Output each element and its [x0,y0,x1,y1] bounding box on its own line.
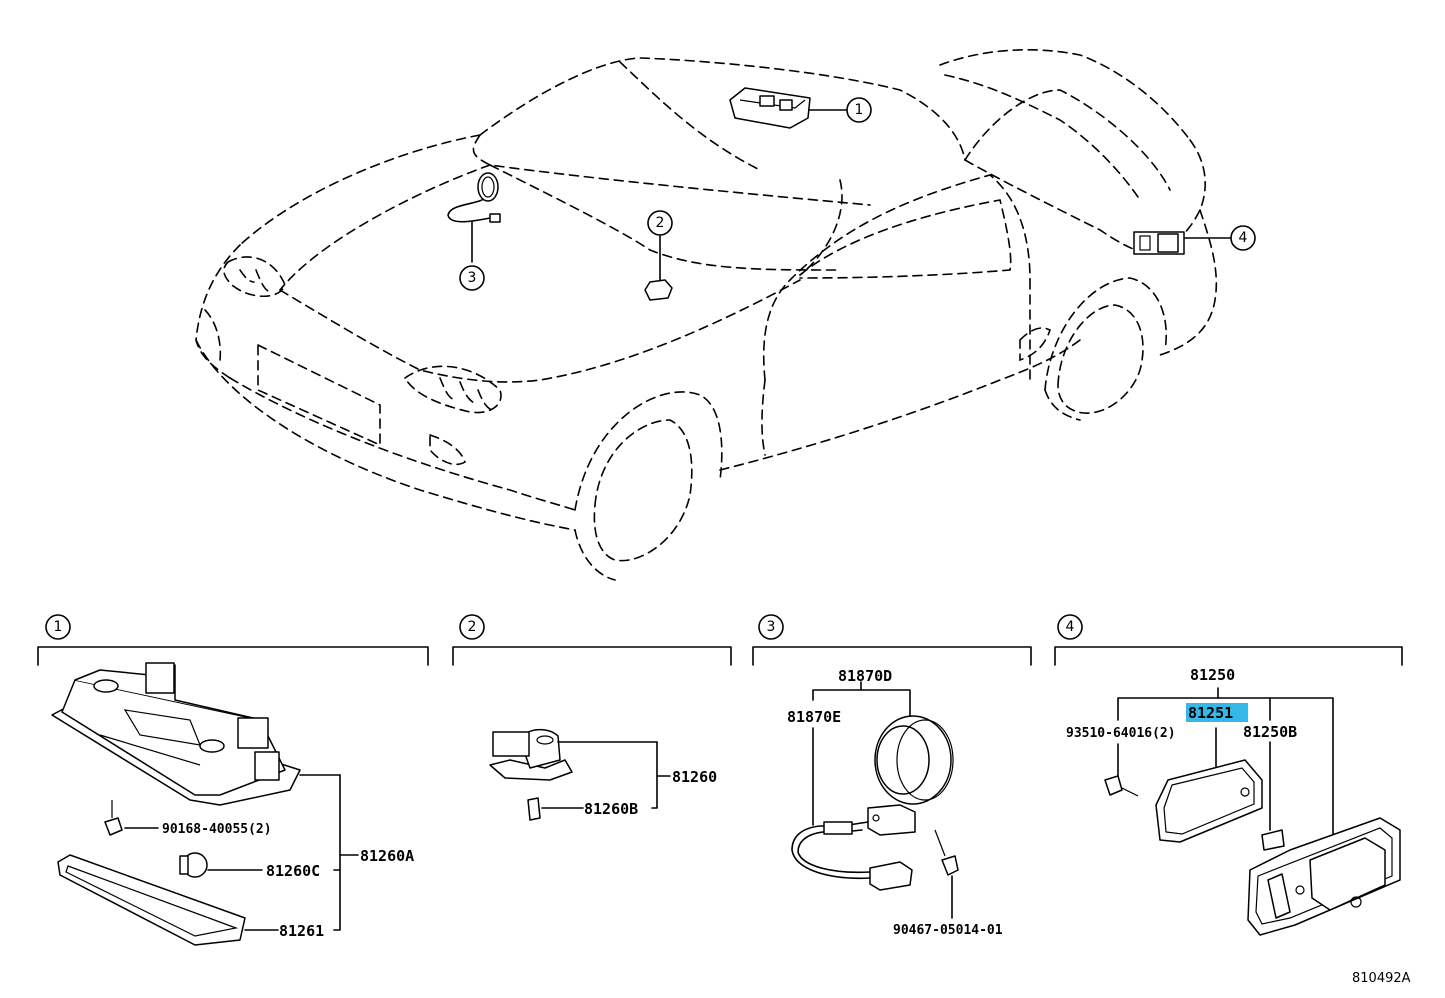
luggage-lamp-lens [1155,759,1263,843]
car-part-key-ring [447,172,501,263]
section-2: 2 81260B 81260 [452,614,732,821]
car-outline [195,49,1218,581]
callout-3: 3 [459,265,485,291]
section-1: 1 90168-40055(2) 81260C [37,614,429,946]
part-81261: 81261 [279,922,324,940]
dome-lamp-assembly [51,662,341,806]
callout-2-label: 2 [656,215,665,231]
callout-3-label: 3 [468,270,477,286]
part-81870D: 81870D [838,667,892,685]
part-81251-highlight [1186,703,1248,722]
section-4: 4 81250 81251 93510-64016(2) 81250B [1054,614,1403,936]
part-93510-64016: 93510-64016(2) [1066,726,1176,741]
section-3-number: 3 [767,619,776,635]
door-switch-assembly [489,728,658,781]
callout-2: 2 [647,210,673,236]
section-3: 3 81870D 81870E 90467-05014-01 [752,614,1032,938]
car-part-door-switch [644,235,673,301]
part-81260B: 81260B [584,800,638,818]
part-81870E: 81870E [787,708,841,726]
bulb-part: 81260C [179,852,320,880]
diagram-id: 810492A [1352,971,1411,986]
luggage-lamp-bulb [1261,829,1285,851]
callout-1-label: 1 [855,102,864,118]
car-part-dome-lamp [729,87,847,129]
callout-4: 4 [1230,225,1256,251]
luggage-lamp-screw [1104,775,1139,797]
lens-part: 81261 [57,854,324,946]
key-cylinder-ring [867,715,954,836]
part-81260: 81260 [672,768,717,786]
ring-screw: 90467-05014-01 [893,829,1003,938]
part-81260A: 81260A [360,847,414,865]
luggage-lamp-housing [1247,817,1401,936]
part-81250B: 81250B [1243,723,1297,741]
section-4-number: 4 [1066,619,1075,635]
part-81260C: 81260C [266,862,320,880]
part-90168-40055: 90168-40055(2) [162,822,272,837]
door-switch-bulb: 81260B [527,797,638,821]
ring-wire [791,821,913,891]
part-81250: 81250 [1190,666,1235,684]
callout-1: 1 [846,97,872,123]
screw-part: 90168-40055(2) [104,800,272,837]
car-part-luggage-lamp [1133,231,1231,255]
part-90467-05014-01: 90467-05014-01 [893,923,1003,938]
section-2-number: 2 [468,619,477,635]
callout-4-label: 4 [1239,230,1248,246]
section-1-number: 1 [54,619,63,635]
part-81251: 81251 [1188,704,1233,722]
